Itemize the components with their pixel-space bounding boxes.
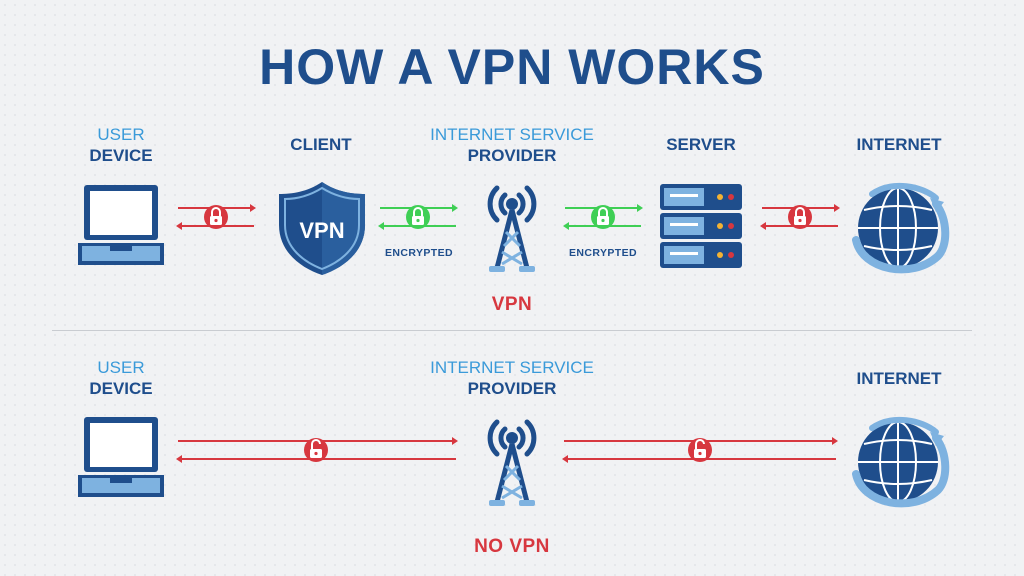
label-line2: CLIENT bbox=[290, 135, 352, 154]
laptop-icon bbox=[78, 417, 164, 497]
label-line1: USER bbox=[97, 358, 145, 377]
antenna-tower-icon bbox=[487, 419, 537, 506]
unlocked-padlock-icon bbox=[694, 439, 706, 458]
novpn-node-label-isp: INTERNET SERVICE PROVIDER bbox=[412, 357, 612, 399]
server-icon bbox=[660, 184, 742, 268]
vpn-section-label: VPN bbox=[491, 294, 533, 315]
locked-padlock-icon bbox=[794, 207, 806, 225]
vpn-node-label-internet: INTERNET bbox=[844, 134, 954, 155]
antenna-tower-icon bbox=[487, 185, 537, 272]
novpn-section-label: NO VPN bbox=[474, 536, 550, 557]
page-title: HOW A VPN WORKS bbox=[259, 39, 765, 95]
link-device-isp-unencrypted bbox=[176, 437, 458, 463]
label-line2: PROVIDER bbox=[467, 379, 557, 398]
globe-icon bbox=[852, 182, 950, 274]
link-isp-internet-unencrypted bbox=[562, 437, 838, 463]
locked-padlock-icon bbox=[210, 207, 222, 225]
globe-icon bbox=[852, 416, 950, 508]
vpn-node-label-isp: INTERNET SERVICE PROVIDER bbox=[412, 124, 612, 166]
label-line1: INTERNET SERVICE bbox=[430, 358, 594, 377]
encrypted-caption: ENCRYPTED bbox=[569, 247, 637, 259]
label-line1: INTERNET SERVICE bbox=[430, 125, 594, 144]
shield-text: VPN bbox=[299, 218, 344, 243]
vpn-shield-icon: VPN bbox=[279, 182, 365, 275]
label-line2: SERVER bbox=[666, 135, 736, 154]
link-isp-server bbox=[563, 204, 643, 230]
link-server-internet bbox=[760, 204, 840, 230]
unlocked-padlock-icon bbox=[310, 439, 322, 458]
label-line2: DEVICE bbox=[89, 379, 153, 398]
novpn-node-label-internet: INTERNET bbox=[844, 368, 954, 389]
encrypted-caption: ENCRYPTED bbox=[385, 247, 453, 259]
locked-padlock-icon bbox=[412, 207, 424, 225]
label-line2: INTERNET bbox=[856, 135, 942, 154]
novpn-node-label-user-device: USER DEVICE bbox=[66, 357, 176, 399]
laptop-icon bbox=[78, 185, 164, 265]
label-line2: INTERNET bbox=[856, 369, 942, 388]
vpn-node-label-server: SERVER bbox=[646, 134, 756, 155]
section-divider bbox=[52, 330, 972, 331]
locked-padlock-icon bbox=[597, 207, 609, 225]
vpn-node-label-client: CLIENT bbox=[266, 134, 376, 155]
label-line2: DEVICE bbox=[89, 146, 153, 165]
label-line2: PROVIDER bbox=[467, 146, 557, 165]
link-client-isp bbox=[378, 204, 458, 230]
link-device-client bbox=[176, 204, 256, 230]
vpn-node-label-user-device: USER DEVICE bbox=[66, 124, 176, 166]
label-line1: USER bbox=[97, 125, 145, 144]
